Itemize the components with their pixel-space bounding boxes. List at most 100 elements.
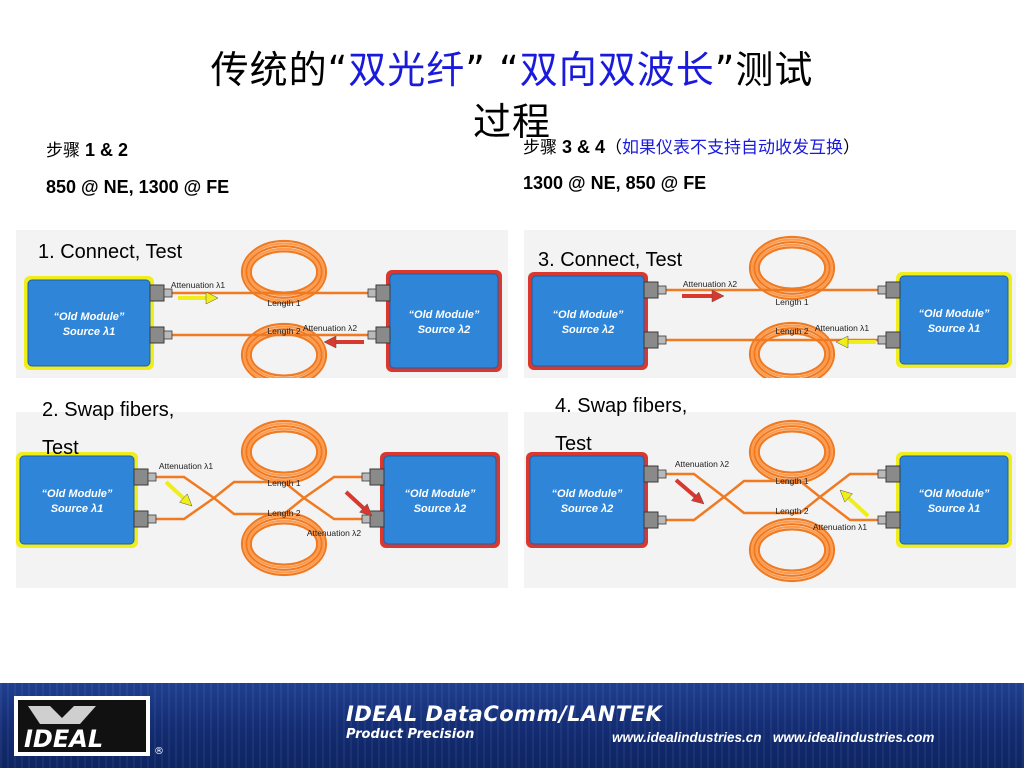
port-ferrule (877, 515, 887, 525)
attenuation-arrow-1-shaft (164, 480, 187, 501)
attenuation-arrow-1-head (205, 291, 219, 305)
title-bidirectional: 双向双波长 (519, 48, 715, 92)
module-title: “Old Module” (919, 308, 990, 320)
fiber-spool-loop (757, 528, 827, 572)
right-step-prefix: 步骤 (523, 138, 557, 158)
port-body (369, 510, 385, 528)
length2-label: Length 2 (267, 326, 300, 336)
left-step-prefix: 步骤 (46, 141, 80, 161)
footer-bar (0, 683, 1024, 768)
diagram-step4: “Old Module” Source λ2 “Old Module”Source … (524, 412, 1016, 588)
logo-connector-icon (28, 706, 96, 724)
length2-label: Length 2 (775, 506, 808, 516)
fiber-links (666, 472, 878, 522)
url-cn-link[interactable]: www.idealindustries.cn (612, 730, 762, 745)
port-connector (877, 331, 901, 349)
old-module-box: “Old Module”Source λ1 (16, 452, 138, 548)
port-body (149, 284, 165, 302)
module-source-label: Source λ2 (561, 503, 614, 515)
attenuation-arrow-2-head (835, 335, 849, 349)
port-ferrule (163, 330, 173, 340)
fiber-spool-loop (753, 327, 831, 378)
module-title: “Old Module” (42, 488, 113, 500)
left-step-nums: 1 & 2 (80, 140, 129, 160)
old-module-box: “Old Module”Source λ2 (386, 270, 502, 372)
fiber-spool-loop (751, 324, 833, 378)
ideal-logo: IDEAL ® (14, 696, 164, 757)
fiber-links (156, 475, 362, 521)
fiber-length2 (666, 472, 878, 522)
fiber-length1 (156, 475, 362, 521)
module-body (389, 273, 499, 369)
length1-label: Length 1 (267, 478, 300, 488)
port-connector (643, 511, 667, 529)
fiber-spool-loop (751, 520, 833, 580)
port-connector (643, 281, 667, 299)
fiber-spool-loop (748, 419, 836, 485)
step3-label: 3. Connect, Test (538, 249, 683, 271)
diagram-step3: “Old Module”Source λ2“Old Module”Source … (524, 230, 1016, 378)
port-connector (367, 326, 391, 344)
port-connector (877, 511, 901, 529)
fiber-spool-loop (240, 239, 328, 305)
module-source-label: Source λ2 (562, 324, 615, 336)
fiber-spool-loop (245, 245, 323, 299)
title-part6: 过程 (472, 100, 551, 144)
diagram-step1: “Old Module”Source λ1“Old Module”Source … (16, 230, 508, 378)
fiber-spool-loop (249, 430, 319, 474)
attenuation-arrow-2-shaft (344, 490, 367, 511)
port-ferrule (147, 472, 157, 482)
port-body (643, 511, 659, 529)
fiber-spool (748, 321, 836, 378)
module-body (899, 455, 1009, 545)
module-source-label: Source λ1 (928, 323, 981, 335)
module-title: “Old Module” (405, 488, 476, 500)
step4-label-line2: Test (555, 433, 592, 455)
attenuation-arrow-2-shaft (845, 495, 870, 518)
attenuation-bottom-label: Attenuation λ1 (815, 323, 870, 333)
step2-label-line2: Test (42, 437, 79, 459)
right-paren-open: （ (605, 138, 623, 158)
port-ferrule (877, 335, 887, 345)
brand-name: IDEAL DataComm/LANTEK (346, 702, 663, 726)
attenuation-arrow-2-head (839, 489, 853, 503)
module-source-label: Source λ1 (928, 503, 981, 515)
port-body (369, 468, 385, 486)
right-header-note: 如果仪表不支持自动收发互换 (622, 138, 844, 158)
fiber-links (172, 291, 368, 337)
left-steps-header: 步骤 1 & 2 (46, 138, 128, 163)
attenuation-arrow-2-head (323, 335, 337, 349)
fiber-spool-loop (249, 522, 319, 566)
port-body (133, 510, 149, 528)
fiber-spool-loop (748, 517, 836, 583)
attenuation-bottom-label: Attenuation λ2 (303, 323, 358, 333)
fiber-spool-loop (748, 321, 836, 378)
port-ferrule (361, 472, 371, 482)
module-body (383, 455, 497, 545)
old-module-box: “Old Module” Source λ2 (526, 452, 648, 548)
step2-label-line1: 2. Swap fibers, (42, 399, 175, 421)
old-module-box: “Old Module”Source λ1 (896, 452, 1012, 548)
attenuation-arrow-1-head (690, 491, 705, 505)
page-title: 传统的“双光纤” “双向双波长”测试 过程 (40, 44, 984, 148)
fiber-spool-loop (247, 519, 321, 569)
port-body (643, 281, 659, 299)
port-ferrule (877, 469, 887, 479)
attenuation-top-label: Attenuation λ1 (171, 280, 226, 290)
fiber-spool-loop (243, 242, 325, 302)
right-step-nums: 3 & 4 (557, 137, 606, 157)
footer-urls: www.idealindustries.cn www.idealindustri… (612, 730, 934, 745)
module-body (899, 275, 1009, 365)
url-com-link[interactable]: www.idealindustries.com (772, 730, 935, 745)
fiber-spool-loop (755, 427, 829, 477)
module-body (27, 279, 151, 367)
fiber-spool-loop (247, 427, 321, 477)
port-connector (133, 468, 157, 486)
port-connector (643, 465, 667, 483)
module-title: “Old Module” (552, 488, 623, 500)
port-connector (877, 465, 901, 483)
attenuation-bottom-label: Attenuation λ1 (813, 522, 868, 532)
port-connector (133, 510, 157, 528)
fiber-spool-loop (751, 238, 833, 298)
attenuation-bottom-label: Attenuation λ2 (307, 528, 362, 538)
